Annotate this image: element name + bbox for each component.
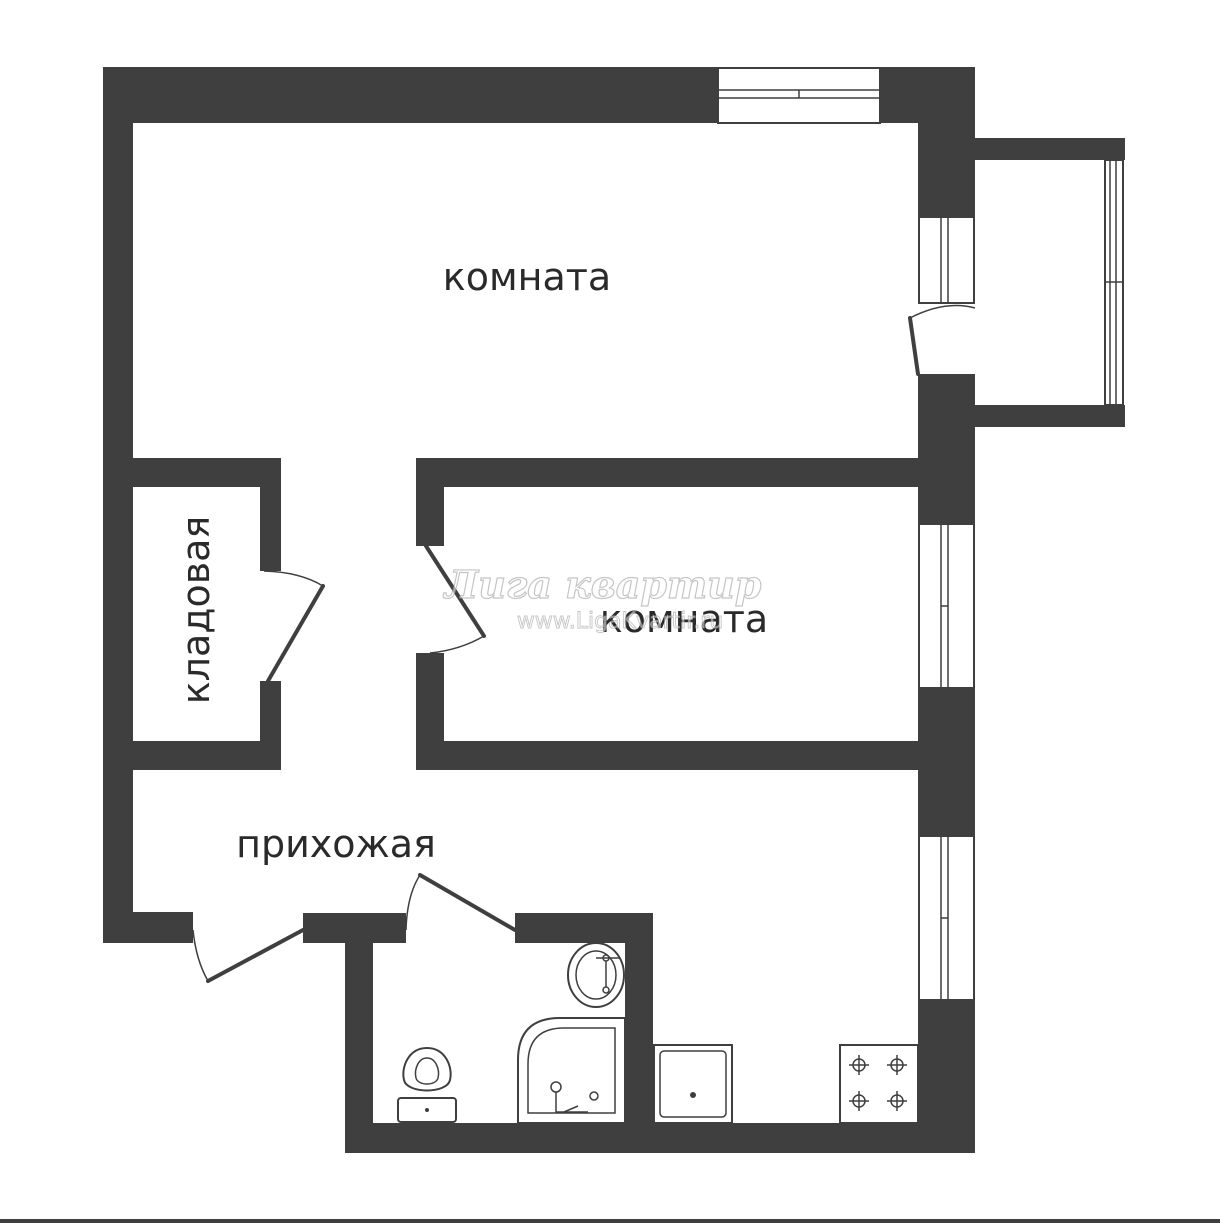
wall-storage-right-top xyxy=(260,458,281,571)
room-label-hallway: прихожая xyxy=(236,822,436,866)
wall-bottom xyxy=(345,1123,975,1153)
wall-room2-left-top xyxy=(416,458,444,546)
door-icon xyxy=(192,928,305,983)
wall-room2-bottom xyxy=(416,741,975,770)
wall-bath-top-left xyxy=(303,913,406,943)
window-icon xyxy=(918,523,975,689)
wall-room2-top xyxy=(416,458,975,487)
balcony-top-wall xyxy=(975,138,1125,160)
balcony xyxy=(975,138,1125,427)
door-icon xyxy=(908,304,976,376)
toilet-icon xyxy=(397,1046,457,1123)
window-icon xyxy=(918,835,975,1001)
wall-storage-bottom xyxy=(103,741,281,770)
window-icon xyxy=(717,67,881,124)
doors xyxy=(192,304,976,983)
wall-right-mid-1 xyxy=(918,374,975,524)
room-label-top: комната xyxy=(443,255,611,299)
wall-left xyxy=(103,67,133,943)
kitchen-fixtures xyxy=(653,1044,919,1124)
shower-icon xyxy=(517,1017,626,1124)
watermark-brand: Лига квартир xyxy=(443,562,762,607)
wall-bottom-left xyxy=(103,912,193,943)
walls xyxy=(103,67,975,1153)
bathroom-fixtures xyxy=(397,942,626,1124)
window-icon xyxy=(918,216,975,304)
wall-bath-right xyxy=(625,913,653,1123)
wall-bath-left xyxy=(345,913,373,1153)
kitchen-sink-icon xyxy=(653,1044,733,1124)
wall-right-upper xyxy=(918,67,975,217)
stove-icon xyxy=(839,1044,919,1124)
door-icon xyxy=(405,873,517,932)
door-icon xyxy=(424,544,486,654)
sink-icon xyxy=(567,942,625,1008)
watermark: Лига квартир www.LigaKvartir.ru xyxy=(442,561,762,634)
balcony-bottom-wall xyxy=(975,405,1125,427)
door-icon xyxy=(263,570,325,683)
bottom-border-line xyxy=(0,1219,1220,1223)
room-labels: комната комната кладовая прихожая xyxy=(174,255,768,866)
windows xyxy=(717,67,975,1001)
wall-storage-top xyxy=(103,458,281,487)
room-label-middle: комната xyxy=(600,597,768,641)
room-label-storage: кладовая xyxy=(174,516,218,705)
watermark-url: www.LigaKvartir.ru xyxy=(517,609,724,634)
